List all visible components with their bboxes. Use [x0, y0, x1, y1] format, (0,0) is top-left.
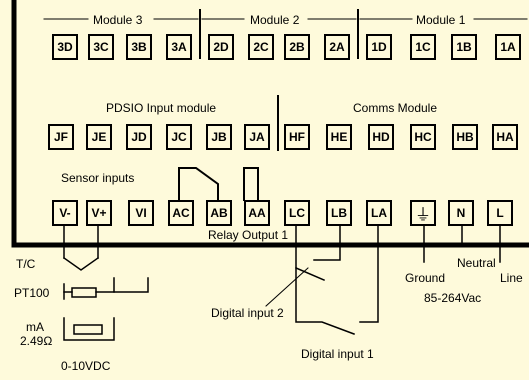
digital-input-1-return [359, 224, 379, 323]
terminal-jf: JF [48, 124, 74, 150]
ground-label: Ground [405, 271, 446, 285]
terminal-n: N [448, 200, 474, 226]
terminal-vi: VI [128, 200, 154, 226]
comms-module-label: Comms Module [353, 101, 438, 115]
digital-input-2-switch [295, 224, 325, 281]
terminal-jc: JC [166, 124, 192, 150]
terminal-lb: LB [326, 200, 352, 226]
terminal-2a: 2A [324, 34, 350, 60]
digital-input-2-pointer [265, 267, 309, 307]
instrument-outline [11, 0, 529, 248]
neutral-label: Neutral [457, 256, 496, 270]
terminal-v-minus: V- [52, 200, 78, 226]
relay-output-label: Relay Output 1 [208, 228, 289, 242]
terminal-1a: 1A [495, 34, 521, 60]
relay-link [243, 167, 259, 201]
terminal-3a: 3A [166, 34, 192, 60]
module-2-label: Module 2 [250, 13, 300, 27]
module-3-label: Module 3 [93, 13, 143, 27]
terminal-1b: 1B [451, 34, 477, 60]
relay-contact [178, 167, 219, 201]
terminal-3b: 3B [126, 34, 152, 60]
terminal-aa: AA [244, 200, 270, 226]
sensor-inputs-label: Sensor inputs [61, 171, 135, 185]
terminal-2d: 2D [208, 34, 234, 60]
digital-input-1-label: Digital input 1 [301, 347, 374, 361]
supply-voltage-label: 85-264Vac [424, 291, 482, 305]
terminal-1d: 1D [366, 34, 392, 60]
terminal-jb: JB [206, 124, 232, 150]
pdsio-module-label: PDSIO Input module [106, 101, 217, 115]
thermocouple-label: T/C [16, 257, 36, 271]
terminal-v-plus: V+ [86, 200, 112, 226]
terminal-2c: 2C [248, 34, 274, 60]
terminal-ac: AC [168, 200, 194, 226]
digital-input-1-switch [295, 267, 355, 335]
pt100-resistor [71, 287, 97, 298]
line-label: Line [500, 271, 523, 285]
terminal-1c: 1C [410, 34, 436, 60]
terminal-hf: HF [284, 124, 310, 150]
pt100-third-lead [113, 277, 149, 293]
terminal-je: JE [86, 124, 112, 150]
terminal-hb: HB [452, 124, 478, 150]
ma-loop [63, 317, 115, 341]
module-1-label: Module 1 [416, 13, 466, 27]
digital-input-2-label: Digital input 2 [211, 306, 284, 320]
terminal-hd: HD [368, 124, 394, 150]
pt100-right-lead [95, 277, 115, 293]
ground-icon: ⏚ [410, 200, 436, 226]
terminal-hc: HC [410, 124, 436, 150]
ma-resistor [73, 324, 103, 335]
terminal-3d: 3D [52, 34, 78, 60]
terminal-ab: AB [206, 200, 232, 226]
ma-resistor-label: 2.49Ω [20, 334, 53, 348]
terminal-lc: LC [284, 200, 310, 226]
terminal-he: HE [326, 124, 352, 150]
terminal-3c: 3C [88, 34, 114, 60]
voltage-input-label: 0-10VDC [61, 359, 111, 373]
terminal-jd: JD [126, 124, 152, 150]
thermocouple-junction [62, 256, 100, 271]
terminal-2b: 2B [284, 34, 310, 60]
terminal-la: LA [366, 200, 392, 226]
ma-label: mA [26, 320, 44, 334]
digital-input-2-return [313, 224, 341, 261]
terminal-l: L [487, 200, 513, 226]
terminal-ja: JA [244, 124, 270, 150]
pt100-label: PT100 [14, 286, 50, 300]
terminal-ha: HA [492, 124, 518, 150]
